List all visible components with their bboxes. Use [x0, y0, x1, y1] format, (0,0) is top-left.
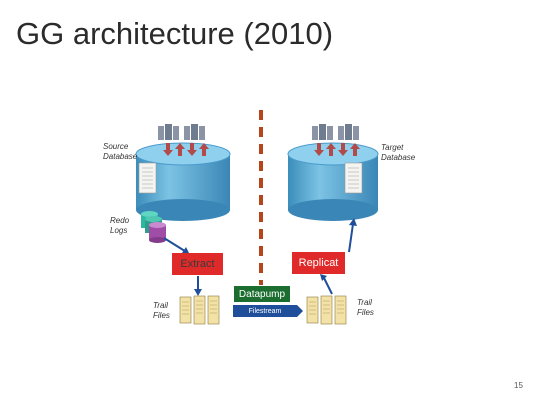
- table-document-icon: [138, 162, 157, 194]
- replicat-process: Replicat: [292, 252, 345, 274]
- target-database: [287, 142, 379, 221]
- server-icon: [338, 124, 359, 140]
- trail-files-icon: [179, 295, 220, 325]
- trail-files-icon: [306, 295, 347, 325]
- slide-title: GG architecture (2010): [16, 16, 334, 51]
- page-number: 15: [514, 381, 523, 390]
- server-icon: [158, 124, 179, 140]
- redo-logs-label: Redo Logs: [110, 216, 130, 235]
- io-arrows: [163, 143, 360, 156]
- redo-logs-icon: [141, 211, 166, 243]
- replicat-to-target-arrow: [348, 223, 354, 253]
- trail-files-label-right: Trail Files: [357, 298, 374, 317]
- target-database-label: Target Database: [381, 143, 416, 162]
- trail-to-replicat-arrow: [322, 275, 333, 295]
- server-icon: [184, 124, 205, 140]
- filestream-arrow: [297, 305, 303, 317]
- extract-process: Extract: [172, 253, 223, 275]
- source-database-label: Source Database: [103, 142, 138, 161]
- table-document-icon: [344, 162, 363, 194]
- trail-files-label-left: Trail Files: [153, 301, 170, 320]
- filestream-bar: Filestream: [233, 305, 297, 317]
- datapump-process: Datapump: [234, 286, 290, 302]
- server-icon: [312, 124, 333, 140]
